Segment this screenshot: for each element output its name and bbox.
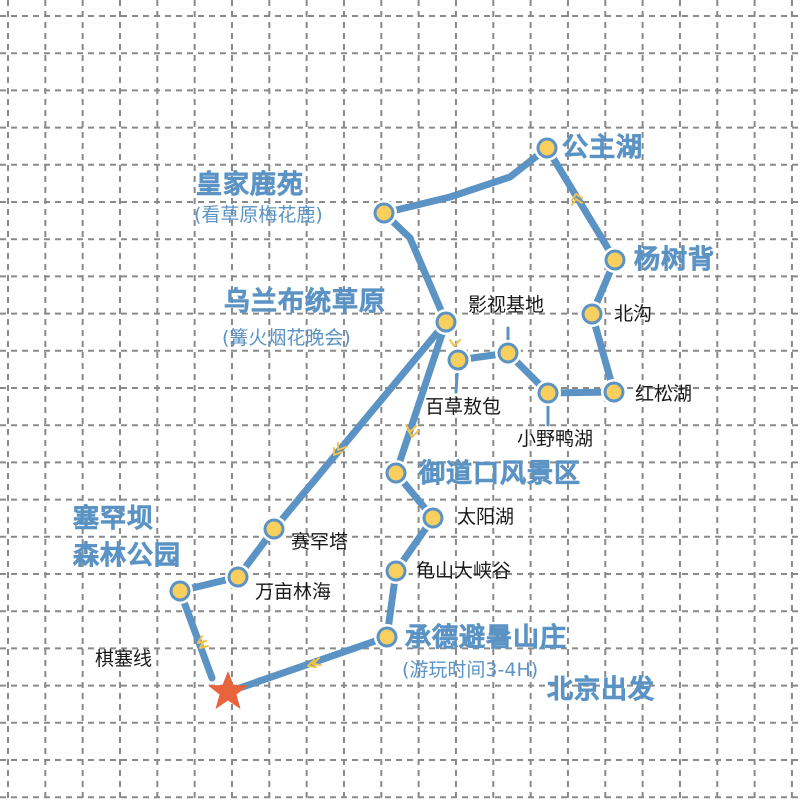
stop-label-gongzhuhu: 公主湖 [562, 133, 644, 163]
stop-label-xiaoyeyahu: 小野鸭湖 [517, 428, 594, 450]
chevron-icon [307, 657, 322, 668]
stop-node-beigou [579, 301, 605, 327]
stop-nodes [167, 135, 628, 650]
stop-label-baicaoaobao: 百草敖包 [425, 396, 502, 418]
stop-label-chengde: 承德避暑山庄 [405, 623, 568, 653]
stop-label-yingshijidi: 影视基地 [468, 294, 545, 316]
stop-node-wanmulinhai [225, 564, 251, 590]
stop-node-baicaoaobao [445, 347, 471, 373]
stop-label-huangjialuyuan: 皇家鹿苑 [196, 170, 305, 200]
route-beijing-chengde [224, 633, 391, 696]
stop-node-xiaoyeyahu [535, 380, 561, 406]
stop-label-saihanta: 赛罕塔 [291, 531, 349, 553]
stop-label-wulanbutong: 乌兰布统草原 [224, 287, 387, 317]
route-hongsonghu-baicao [454, 349, 618, 397]
start-label-beijing: 北京出发 [547, 675, 656, 705]
star-icon [208, 671, 248, 709]
direction-arrows [197, 193, 583, 668]
stop-label-saihanba: 塞罕坝 [73, 504, 155, 534]
stop-label-saihanba-line2: 森林公园 [73, 541, 182, 571]
chevron-icon [405, 424, 419, 438]
chevron-icon [449, 339, 461, 347]
chevron-icon [333, 442, 347, 456]
stop-label-yangshubei: 杨树背 [634, 245, 716, 275]
stop-label-beigou: 北沟 [614, 303, 653, 325]
chevron-icon [571, 193, 583, 206]
stop-node-chengde [374, 624, 400, 650]
stop-label-taiyanghu: 太阳湖 [457, 506, 515, 528]
stop-note-huangjialuyuan: (看草原梅花鹿) [194, 204, 323, 226]
stop-label-honsonghu: 红松湖 [635, 383, 693, 405]
stop-node-yingshijidi [495, 340, 521, 366]
stop-node-yangshubei [602, 247, 628, 273]
stop-label-wanmulinhai: 万亩林海 [255, 581, 332, 603]
stop-note-chengde: (游玩时间3-4H) [402, 659, 539, 681]
stop-node-gongzhuhu [534, 135, 560, 161]
stop-label-guishandaxiagu: 龟山大峡谷 [416, 560, 512, 582]
stop-node-honsonghu [601, 379, 627, 405]
stop-node-wulanbutong [433, 309, 459, 335]
stop-node-huangjialuyuan [371, 200, 397, 226]
route-label-qisai: 棋塞线 [95, 648, 153, 670]
stop-node-taiyanghu [420, 505, 446, 531]
stop-node-saihanta [261, 516, 287, 542]
chevron-icon [197, 635, 209, 649]
stop-node-saihanba [167, 578, 193, 604]
stop-node-guishandaxiagu [383, 558, 409, 584]
stop-node-yudaokou [383, 460, 409, 486]
stop-note-wulanbutong: (篝火烟花晚会) [222, 327, 351, 349]
stop-label-yudaokou: 御道口风景区 [419, 459, 582, 489]
